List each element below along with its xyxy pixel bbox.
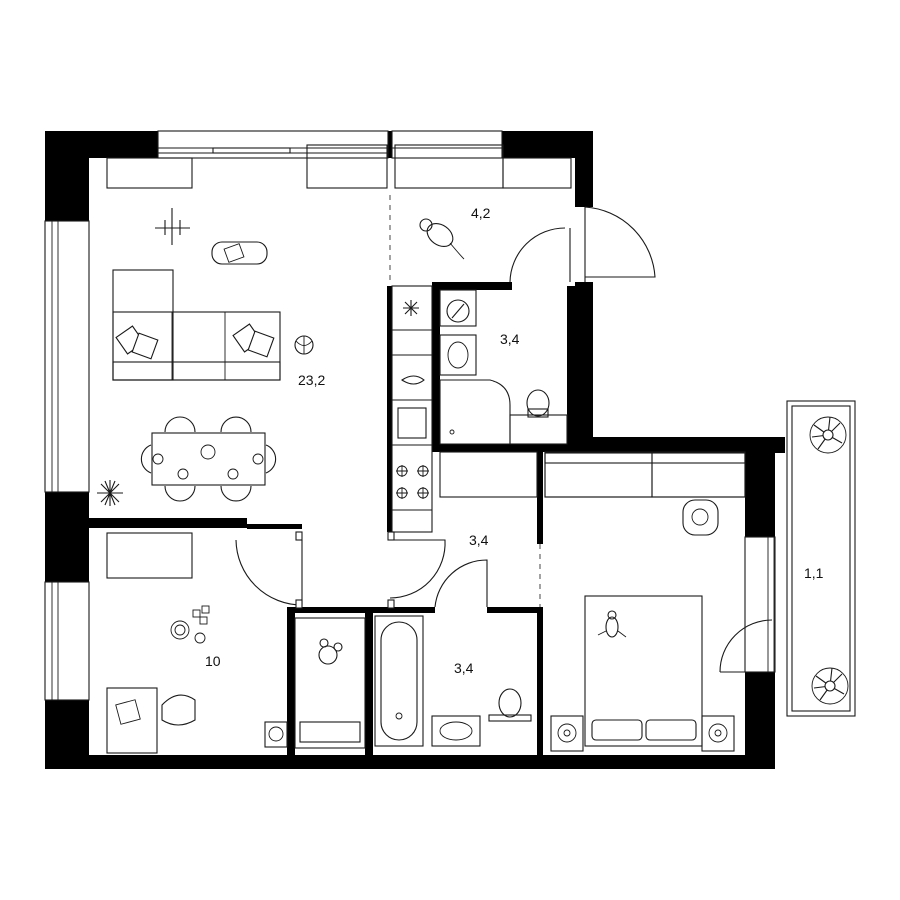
ball-icon: [294, 335, 314, 355]
walls: [45, 131, 785, 769]
kids-room-furniture: [106, 532, 366, 754]
toys-icon: [170, 605, 210, 644]
bedroom-furniture: [544, 451, 746, 752]
area-label-kids-room: 10: [205, 653, 221, 669]
plant-icon: [809, 416, 847, 454]
toy-icon: [318, 638, 343, 665]
toilet-icon: [526, 389, 550, 418]
area-label-hall: 4,2: [471, 205, 491, 221]
water-drop-icon: [401, 375, 425, 385]
hall-furniture: [394, 144, 572, 260]
windows: [44, 130, 776, 701]
cat-icon: [419, 218, 465, 260]
chair-icon: [140, 416, 277, 502]
bath-upper-fixtures: [439, 289, 568, 445]
fridge-icon: [403, 300, 419, 316]
balcony: [786, 400, 856, 717]
stove-icon: [396, 465, 429, 499]
star-plant-icon: [97, 480, 123, 506]
area-labels: 23,2 4,2 3,4 3,4 3,4 10 1,1: [205, 205, 824, 676]
nightstand-icon: [550, 715, 735, 752]
area-label-bath-lower: 3,4: [454, 660, 474, 676]
cushion-icon: [115, 323, 275, 360]
lamp-icon: [264, 721, 288, 748]
boiler-icon: [446, 299, 470, 323]
sink-icon: [397, 407, 427, 439]
area-label-balcony: 1,1: [804, 565, 824, 581]
laptop-icon: [115, 699, 141, 725]
area-label-corridor: 3,4: [469, 532, 489, 548]
plant-icon: [811, 667, 849, 705]
washbasin-icon: [447, 341, 469, 369]
chair-icon: [161, 694, 196, 726]
armchair-icon: [682, 499, 719, 536]
double-bed-icon: [584, 595, 703, 747]
area-label-bath-upper: 3,4: [500, 331, 520, 347]
bathtub-icon: [374, 615, 424, 747]
toilet-icon: [488, 688, 532, 722]
plate-icon: [152, 444, 264, 480]
living-furniture: [97, 144, 388, 506]
kitchen: [391, 285, 433, 533]
area-label-living: 23,2: [298, 372, 325, 388]
zone-separators: [389, 195, 541, 607]
bath-lower-fixtures: [374, 615, 532, 747]
washbasin-icon: [431, 715, 481, 747]
doors: [235, 206, 773, 673]
cat-icon: [597, 610, 627, 638]
shower-icon: [439, 379, 511, 445]
